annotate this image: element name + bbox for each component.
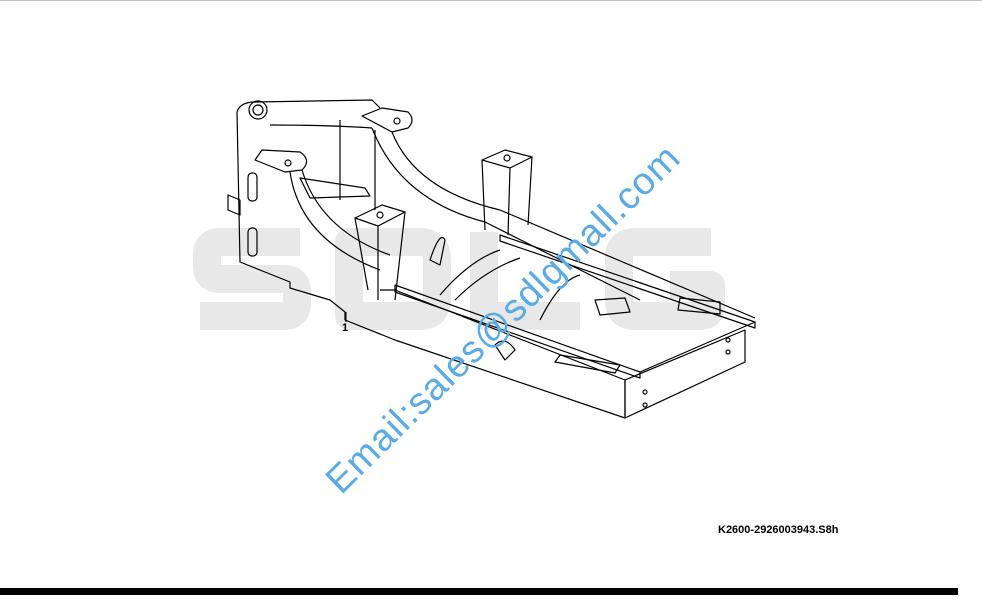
drawing-code: K2600-2926003943.S8h bbox=[718, 524, 839, 536]
front-tower bbox=[481, 149, 533, 236]
upper-hinge-plate bbox=[361, 107, 413, 133]
rear-frame-face bbox=[236, 111, 626, 419]
logo-letter-s bbox=[193, 228, 311, 330]
left-rail bbox=[394, 284, 641, 379]
mid-tower bbox=[354, 204, 406, 301]
right-rail bbox=[499, 234, 756, 329]
cross-member bbox=[439, 249, 581, 321]
end-box bbox=[624, 329, 746, 419]
top-border bbox=[0, 0, 982, 1]
rear-frame-left bbox=[236, 99, 381, 113]
arch-right-arm bbox=[371, 127, 756, 319]
pivot-ring bbox=[248, 100, 268, 120]
callout-label: 1 bbox=[342, 322, 349, 334]
end-cross bbox=[639, 321, 756, 373]
brace bbox=[299, 177, 371, 199]
arch-left-arm bbox=[254, 124, 391, 271]
bottom-bar bbox=[0, 588, 958, 595]
logo-letter-d bbox=[335, 228, 451, 330]
